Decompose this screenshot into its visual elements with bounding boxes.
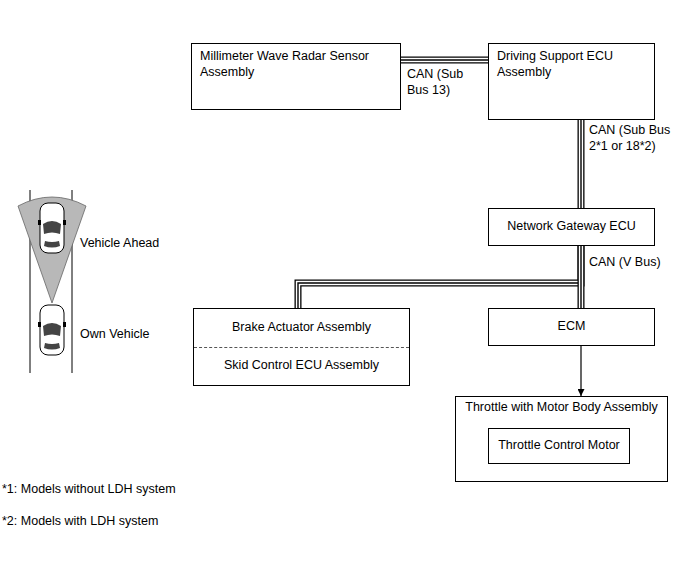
motor-box: Throttle Control Motor: [488, 428, 630, 464]
radar-field: [18, 197, 86, 303]
bus-line: [580, 120, 581, 208]
bus-label: CAN (Sub Bus 13): [407, 67, 486, 98]
node-text: Brake Actuator Assembly: [194, 309, 409, 347]
bus-line: [298, 246, 581, 308]
node-text: Skid Control ECU Assembly: [194, 347, 409, 386]
ecu-box: Driving Support ECU Assembly: [488, 43, 655, 120]
node-text: Network Gateway ECU: [507, 219, 636, 235]
vehicle-label: Own Vehicle: [80, 327, 190, 343]
bus-line: [401, 57, 488, 64]
vehicle-ahead-figure: [38, 203, 66, 253]
node-text: Millimeter Wave Radar Sensor Assembly: [200, 49, 392, 80]
bus-line: [401, 58, 488, 62]
can-bus-connector: [401, 60, 488, 61]
can-bus-connector: [581, 246, 582, 308]
bus-line: [298, 246, 581, 308]
node-text: ECM: [558, 319, 586, 335]
can-bus-connector: [298, 246, 581, 308]
own-vehicle-figure: [38, 305, 66, 355]
node-text: Throttle with Motor Body Assembly: [462, 400, 661, 416]
bus-line: [578, 246, 585, 308]
bus-label: CAN (V Bus): [589, 255, 679, 271]
bus-label: CAN (Sub Bus 2*1 or 18*2): [589, 123, 681, 154]
bus-line: [579, 246, 583, 308]
footnote: *2: Models with LDH system: [2, 514, 402, 530]
vehicle-label: Vehicle Ahead: [80, 236, 190, 252]
bus-line: [580, 346, 581, 396]
footnote: *1: Models without LDH system: [2, 482, 402, 498]
can-bus-connector: [581, 120, 582, 208]
node-text: Driving Support ECU Assembly: [497, 49, 646, 80]
sensor-box: Millimeter Wave Radar Sensor Assembly: [191, 43, 401, 110]
bus-line: [579, 120, 583, 208]
bus-line: [298, 246, 581, 308]
gateway-box: Network Gateway ECU: [488, 208, 655, 246]
ecm-box: ECM: [488, 308, 655, 346]
node-text: Throttle Control Motor: [498, 438, 620, 454]
bus-line: [580, 246, 581, 308]
bus-line: [578, 120, 585, 208]
throttle-body-box: Throttle with Motor Body AssemblyThrottl…: [455, 396, 668, 482]
actuator-box: Brake Actuator AssemblySkid Control ECU …: [193, 308, 410, 386]
signal-arrow: [581, 346, 582, 396]
bus-line: [401, 59, 488, 60]
